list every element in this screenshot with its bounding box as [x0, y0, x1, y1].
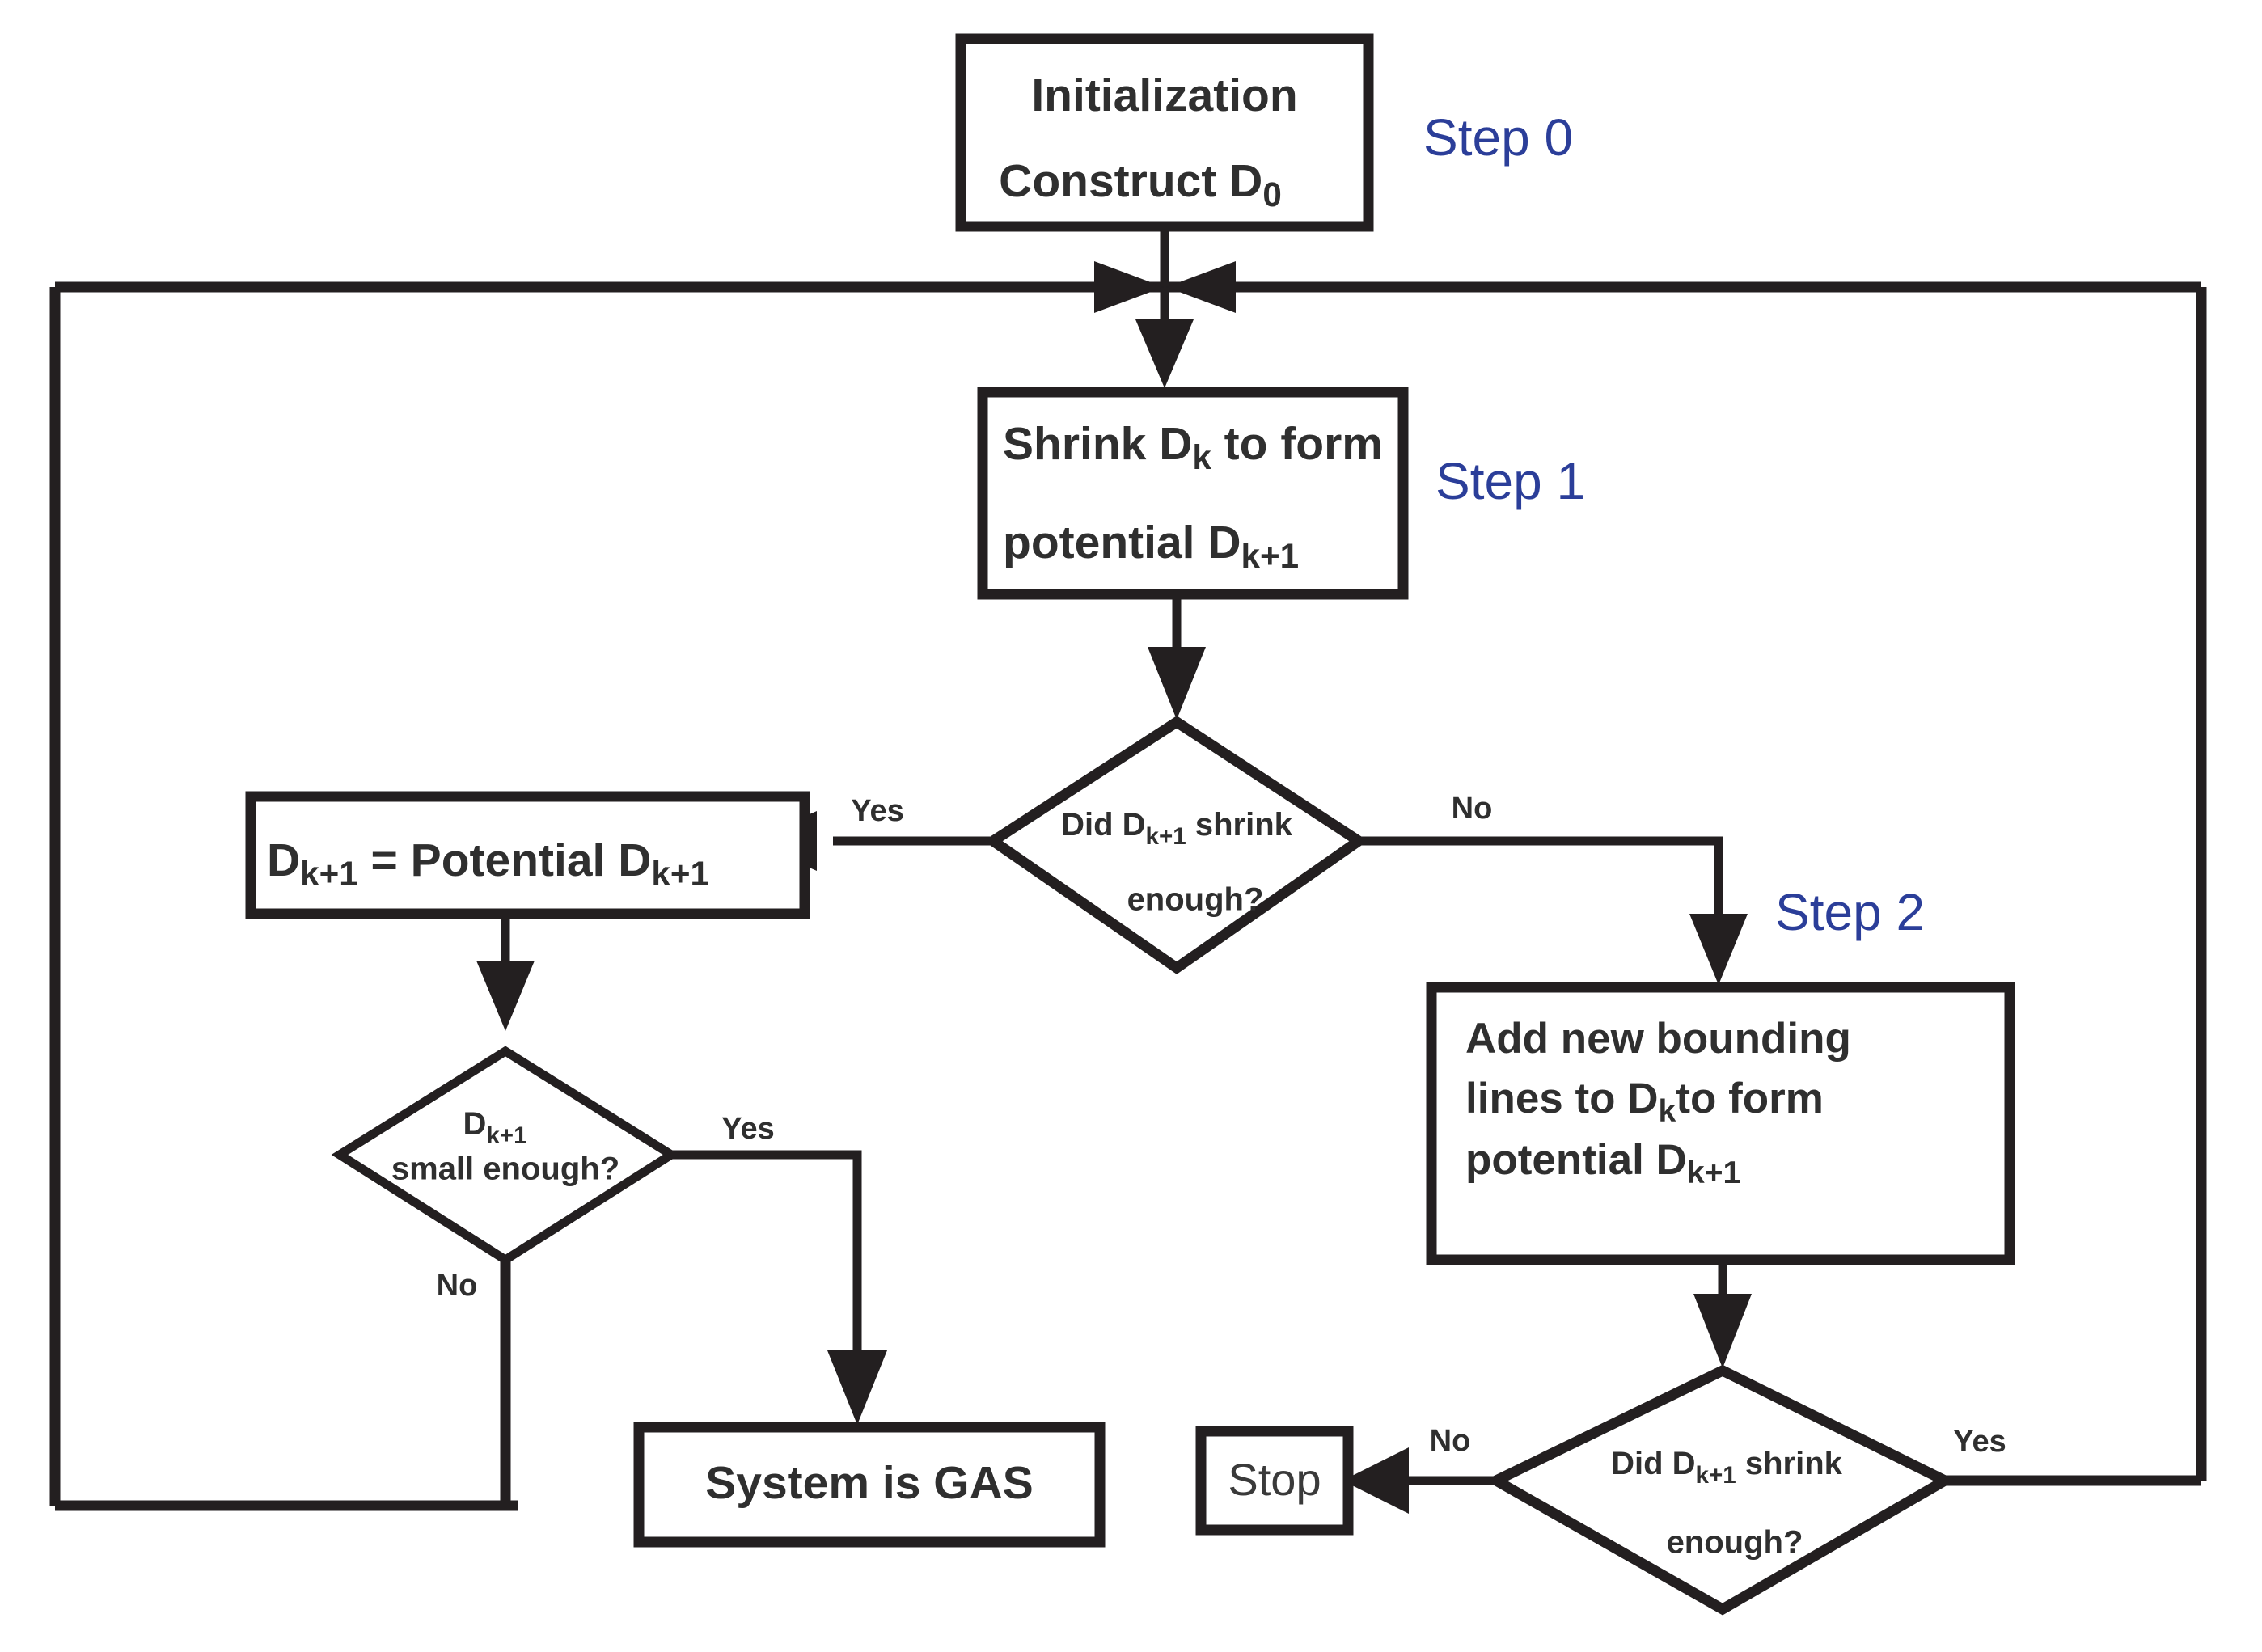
arrowhead-into-bottom-decision: [1693, 1294, 1752, 1368]
node-decision-shrink-enough-2-line2: enough?: [1667, 1525, 1803, 1561]
edge-label-center-yes: Yes: [851, 794, 904, 828]
edge-label-small-no: No: [437, 1269, 478, 1303]
edge-decision-no-to-add-lines: [1359, 836, 1723, 930]
arrowhead-into-small-decision: [476, 961, 535, 1031]
node-decision-small-enough-line1: Dk+1: [463, 1106, 526, 1149]
arrowhead-into-add-lines-box: [1689, 914, 1748, 985]
edge-small-yes-to-gas: [671, 1150, 862, 1367]
step-label-1: Step 1: [1435, 452, 1585, 510]
node-add-lines-box[interactable]: [1426, 982, 2015, 1265]
node-add-lines-line1: Add new bounding: [1465, 1015, 1851, 1063]
node-decision-shrink-enough-2-line1: Did Dk+1 shrink: [1611, 1446, 1843, 1489]
edge-label-bottom-yes: Yes: [1953, 1425, 2006, 1459]
node-assign-box[interactable]: [245, 791, 810, 919]
node-gas-box[interactable]: [633, 1422, 1106, 1548]
edge-label-bottom-no: No: [1430, 1424, 1471, 1458]
step-label-0: Step 0: [1423, 108, 1573, 167]
node-shrink-box[interactable]: [977, 387, 1409, 600]
edge-label-small-yes: Yes: [721, 1112, 775, 1146]
node-add-lines-line2: lines to Dkto form: [1465, 1075, 1824, 1129]
arrowhead-into-shrink-box: [1135, 319, 1194, 388]
node-add-lines-line3: potential Dk+1: [1465, 1136, 1740, 1190]
node-initialization-line1: Initialization: [1031, 70, 1297, 121]
arrowhead-into-stop-box: [1342, 1447, 1409, 1514]
node-decision-shrink-enough-2[interactable]: [1485, 1364, 1956, 1616]
node-decision-shrink-enough[interactable]: [983, 716, 1368, 974]
arrowhead-loop-left-into-junction: [1094, 261, 1164, 313]
node-initialization-line2: Construct D0: [999, 155, 1282, 213]
node-stop-box[interactable]: [1195, 1426, 1354, 1536]
node-initialization-box[interactable]: [955, 33, 1374, 232]
arrowhead-into-gas-box: [827, 1350, 887, 1425]
node-gas-label: System is GAS: [705, 1457, 1034, 1509]
node-decision-small-enough-line2: small enough?: [391, 1151, 619, 1187]
node-shrink-line1: Shrink Dk to form: [1003, 418, 1383, 476]
node-decision-shrink-enough-line1: Did Dk+1 shrink: [1061, 807, 1293, 850]
node-decision-shrink-enough-line2: enough?: [1127, 882, 1264, 918]
node-assign-label: Dk+1 = Potential Dk+1: [267, 834, 709, 893]
arrowhead-loop-right-into-junction: [1166, 261, 1236, 313]
step-label-2: Step 2: [1775, 883, 1925, 941]
arrowhead-into-center-decision: [1148, 647, 1206, 720]
edge-label-center-no: No: [1452, 792, 1493, 826]
node-stop-label: Stop: [1228, 1454, 1321, 1505]
node-shrink-line2: potential Dk+1: [1003, 517, 1299, 575]
